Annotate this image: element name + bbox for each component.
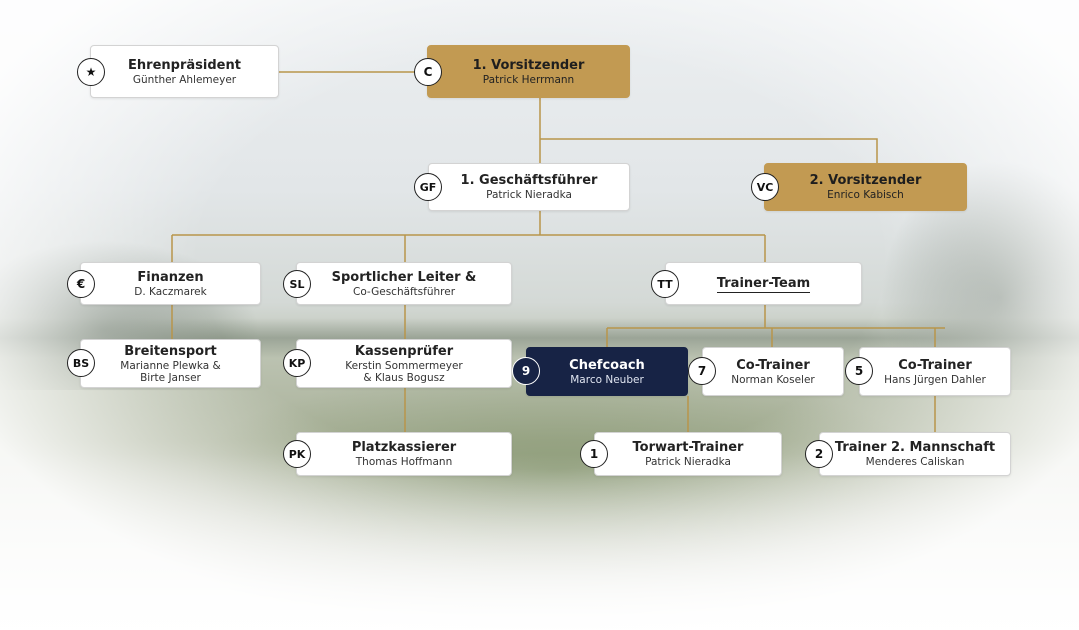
node-torwart-trainer: Torwart-Trainer Patrick Nieradka <box>594 432 782 476</box>
node-name: Norman Koseler <box>731 373 815 386</box>
badge-kp: KP <box>283 349 311 377</box>
badge-vc: VC <box>751 173 779 201</box>
badge-gf: GF <box>414 173 442 201</box>
node-chefcoach: Chefcoach Marco Neuber <box>526 347 688 396</box>
node-name: Marco Neuber <box>570 373 644 386</box>
badge-pk: PK <box>283 440 311 468</box>
node-platzkassierer: Platzkassierer Thomas Hoffmann <box>296 432 512 476</box>
connector-vorsitz-vc <box>540 138 878 163</box>
node-title: Kassenprüfer <box>354 343 454 359</box>
node-title: Breitensport <box>124 343 217 359</box>
node-sportlicher-leiter: Sportlicher Leiter & Co-Geschäftsführer <box>296 262 512 305</box>
node-name: Thomas Hoffmann <box>355 456 453 468</box>
node-co-trainer-7: Co-Trainer Norman Koseler <box>702 347 844 396</box>
node-title: Chefcoach <box>569 357 645 373</box>
badge-1: 1 <box>580 440 608 468</box>
node-title: Sportlicher Leiter & <box>331 269 477 285</box>
badge-5: 5 <box>845 357 873 385</box>
node-title: Trainer-Team <box>716 275 811 293</box>
node-kassenpruefer: Kassenprüfer Kerstin Sommermeyer & Klaus… <box>296 339 512 388</box>
node-name-line2: & Klaus Bogusz <box>363 371 445 384</box>
node-geschaeftsfuehrer: 1. Geschäftsführer Patrick Nieradka <box>428 163 630 211</box>
node-trainer-team: Trainer-Team <box>665 262 862 305</box>
badge-7: 7 <box>688 357 716 385</box>
badge-tt: TT <box>651 270 679 298</box>
badge-c: C <box>414 58 442 86</box>
node-name: Co-Geschäftsführer <box>352 285 456 298</box>
node-title: Co-Trainer <box>736 357 810 373</box>
node-vorsitzender-2: 2. Vorsitzender Enrico Kabisch <box>764 163 967 211</box>
node-name: Hans Jürgen Dahler <box>884 373 986 386</box>
node-co-trainer-5: Co-Trainer Hans Jürgen Dahler <box>859 347 1011 396</box>
node-name-line1: Kerstin Sommermeyer <box>345 359 463 372</box>
node-ehrenpraesident: Ehrenpräsident Günther Ahlemeyer <box>90 45 279 98</box>
node-name: Enrico Kabisch <box>827 189 904 201</box>
node-title: 1. Vorsitzender <box>472 57 585 73</box>
node-title: 2. Vorsitzender <box>809 173 922 188</box>
node-name: Günther Ahlemeyer <box>132 73 237 86</box>
node-name-line1: Marianne Plewka & <box>120 359 221 372</box>
badge-9: 9 <box>512 357 540 385</box>
badge-2: 2 <box>805 440 833 468</box>
node-name: Menderes Caliskan <box>865 456 965 468</box>
euro-icon: € <box>67 270 95 298</box>
node-name: Patrick Herrmann <box>482 73 575 86</box>
node-title: Co-Trainer <box>898 357 972 373</box>
node-title-wrap: Trainer-Team <box>716 275 811 293</box>
node-title: Finanzen <box>137 269 204 285</box>
node-title: Platzkassierer <box>351 440 457 455</box>
star-icon: ★ <box>77 58 105 86</box>
node-name: Patrick Nieradka <box>645 456 731 468</box>
badge-sl: SL <box>283 270 311 298</box>
node-title: Ehrenpräsident <box>128 57 241 73</box>
node-breitensport: Breitensport Marianne Plewka & Birte Jan… <box>80 339 261 388</box>
node-trainer-2-mannschaft: Trainer 2. Mannschaft Menderes Caliskan <box>819 432 1011 476</box>
node-name: Patrick Nieradka <box>486 189 572 201</box>
node-title: Torwart-Trainer <box>632 440 744 455</box>
node-finanzen: Finanzen D. Kaczmarek <box>80 262 261 305</box>
badge-bs: BS <box>67 349 95 377</box>
node-vorsitzender-1: 1. Vorsitzender Patrick Herrmann <box>427 45 630 98</box>
node-title: Trainer 2. Mannschaft <box>834 440 996 455</box>
node-name: D. Kaczmarek <box>134 285 207 298</box>
node-name-line2: Birte Janser <box>140 371 201 384</box>
node-title: 1. Geschäftsführer <box>460 173 598 188</box>
